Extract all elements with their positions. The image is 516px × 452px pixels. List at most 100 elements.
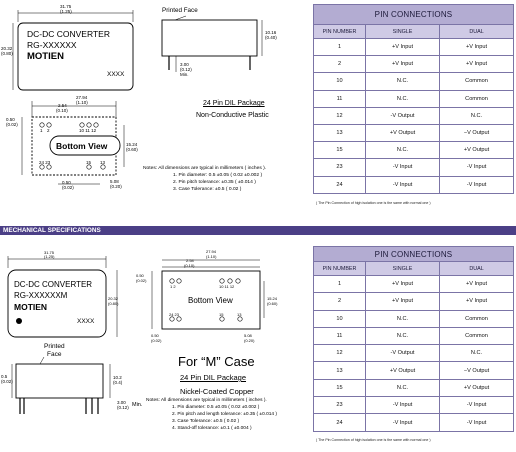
- bottom-pin-24-23: 24 23: [169, 312, 180, 317]
- top-side-height-in: (0.40): [265, 35, 277, 40]
- table-cell: 13: [313, 361, 366, 380]
- table-cell: -V Input: [438, 396, 515, 415]
- top-pin-len-mm: 3.00: [180, 62, 189, 67]
- table-cell: +V Output: [365, 361, 440, 380]
- table-cell: 12: [313, 344, 366, 363]
- top-bv-offset-mm: 5.08: [110, 179, 119, 184]
- bottom-package-material: Nickel-Coated Copper: [180, 387, 254, 396]
- section-title: MECHANICAL SPECIFICATIONS: [3, 227, 101, 234]
- top-pin-len-in: (0.12): [180, 67, 192, 72]
- table-cell: Common: [438, 309, 515, 328]
- bottom-bv-foot-in: (0.02): [151, 338, 162, 343]
- bottom-package-title: 24 Pin DIL Package: [180, 373, 247, 382]
- bottom-brand-logo: MOTIEN: [14, 302, 48, 312]
- top-bv-width-in: (1.10): [76, 100, 88, 105]
- bottom-bv-left-mm: 0.50: [136, 273, 144, 278]
- table-row: 1+V Input+V Input: [313, 37, 515, 57]
- bottom-label-line1: DC-DC CONVERTER: [14, 280, 93, 289]
- bottom-bv-width-mm: 27.94: [206, 249, 217, 254]
- top-notes-title: Notes: All dimensions are typical in mil…: [143, 166, 267, 171]
- top-package-title: 24 Pin DIL Package: [203, 100, 265, 107]
- bottom-bv-off-in: (0.20): [244, 338, 255, 343]
- table-cell: N.C.: [365, 378, 440, 398]
- col-dual: DUAL: [438, 24, 515, 39]
- top-label-code: XXXX: [107, 71, 125, 78]
- top-note-3: 3. Case Tolerance: ±0.5 ( 0.02 ): [173, 187, 242, 192]
- bottom-side-left-in: (0.02): [1, 379, 13, 384]
- bottom-pin-15: 15: [219, 312, 224, 317]
- bottom-label-line2: RG-XXXXXXM: [14, 291, 68, 300]
- bottom-bv-left-in: (0.02): [136, 278, 147, 283]
- top-label-line1: DC-DC CONVERTER: [27, 29, 110, 39]
- top-bottom-view-label: Bottom View: [56, 141, 108, 151]
- table-row: 13+V Output−V Output: [313, 123, 515, 143]
- section-bar: MECHANICAL SPECIFICATIONS: [0, 226, 516, 235]
- top-note-2: 2. Pin pitch tolerance: ±0.35 ( ±0.014 ): [173, 180, 256, 185]
- top-bv-foot-mm: 0.50: [62, 180, 71, 185]
- m-case-title: For “M” Case: [178, 354, 255, 369]
- bottom-pin-13: 13: [237, 312, 242, 317]
- table-row: 1+V Input+V Input: [313, 274, 515, 294]
- table-cell: N.C.: [365, 326, 440, 346]
- top-bv-pitch-in: (0.10): [56, 108, 68, 113]
- pin-connections-table-bottom: PIN CONNECTIONS PIN NUMBER SINGLE DUAL 1…: [312, 246, 515, 432]
- table-cell: +V Input: [365, 274, 440, 294]
- table-cell: -V Input: [365, 396, 440, 415]
- top-bv-foot-in: (0.02): [62, 185, 74, 190]
- top-height-mm: 20.32: [1, 46, 13, 51]
- bottom-bv-foot-mm: 0.50: [151, 333, 159, 338]
- table-cell: +V Output: [438, 378, 515, 398]
- top-note-1: 1. Pin diameter: 0.5 ±0.05 ( 0.02 ±0.002…: [173, 173, 263, 178]
- col-single: SINGLE: [365, 24, 440, 39]
- bottom-label-code: XXXX: [77, 318, 95, 325]
- bottom-bv-height-mm: 15.24: [267, 296, 278, 301]
- bottom-printed-face-2: Face: [47, 351, 62, 358]
- col-pin-number: PIN NUMBER: [313, 261, 366, 276]
- top-bv-offset-in: (0.20): [110, 184, 122, 189]
- bottom-printed-face-1: Printed: [44, 343, 65, 350]
- table-cell: -V Input: [365, 413, 440, 432]
- bottom-height-in: (0.80): [108, 301, 119, 306]
- table-cell: +V Input: [365, 292, 440, 311]
- top-pin-len-min: Min.: [180, 72, 189, 77]
- bottom-side-left-mm: 0.5: [1, 374, 8, 379]
- table-title: PIN CONNECTIONS: [312, 4, 515, 25]
- bottom-note-4: 4. Stand-off tolerance: ±0.1 ( ±0.004 ): [172, 426, 252, 431]
- top-pin-1: 1: [40, 128, 43, 133]
- table-cell: N.C.: [438, 344, 515, 363]
- bottom-bv-pitch-mm: 2.54: [186, 258, 194, 263]
- bottom-note-2: 2. Pin pitch and length tolerance: ±0.35…: [172, 412, 277, 417]
- top-pin-13: 13: [100, 160, 106, 165]
- table-row: 24-V Input-V Input: [313, 175, 515, 194]
- table-cell: 1: [313, 274, 366, 294]
- bottom-side-height-in: (0.4): [113, 380, 123, 385]
- bottom-bv-pitch-in: (0.10): [184, 263, 195, 268]
- table-cell: -V Input: [438, 413, 515, 432]
- top-bv-left-in: (0.02): [6, 122, 18, 127]
- bottom-side-pin-mm: 3.00: [117, 400, 126, 405]
- pin-connections-table-top: PIN CONNECTIONS PIN NUMBER SINGLE DUAL 1…: [312, 4, 515, 194]
- table-cell: +V Input: [438, 292, 515, 311]
- table-cell: Common: [438, 72, 515, 91]
- table-cell: 11: [313, 326, 366, 346]
- top-bv-width-mm: 27.94: [76, 95, 88, 100]
- bottom-bv-off-mm: 5.08: [244, 333, 252, 338]
- col-dual: DUAL: [438, 261, 515, 276]
- bottom-bv-height-in: (0.60): [267, 301, 278, 306]
- top-bv-left-mm: 0.50: [6, 117, 15, 122]
- table-footnote-top: ( The Pin Connection of high isolation o…: [316, 201, 431, 205]
- table-row: 13+V Output−V Output: [313, 361, 515, 380]
- bottom-height-mm: 20.32: [108, 296, 119, 301]
- col-pin-number: PIN NUMBER: [313, 24, 366, 39]
- bottom-side-pin-min: Min.: [132, 402, 143, 408]
- top-brand-logo: MOTIEN: [27, 51, 64, 62]
- top-pin-10-11-12: 10 11 12: [79, 128, 97, 133]
- col-single: SINGLE: [365, 261, 440, 276]
